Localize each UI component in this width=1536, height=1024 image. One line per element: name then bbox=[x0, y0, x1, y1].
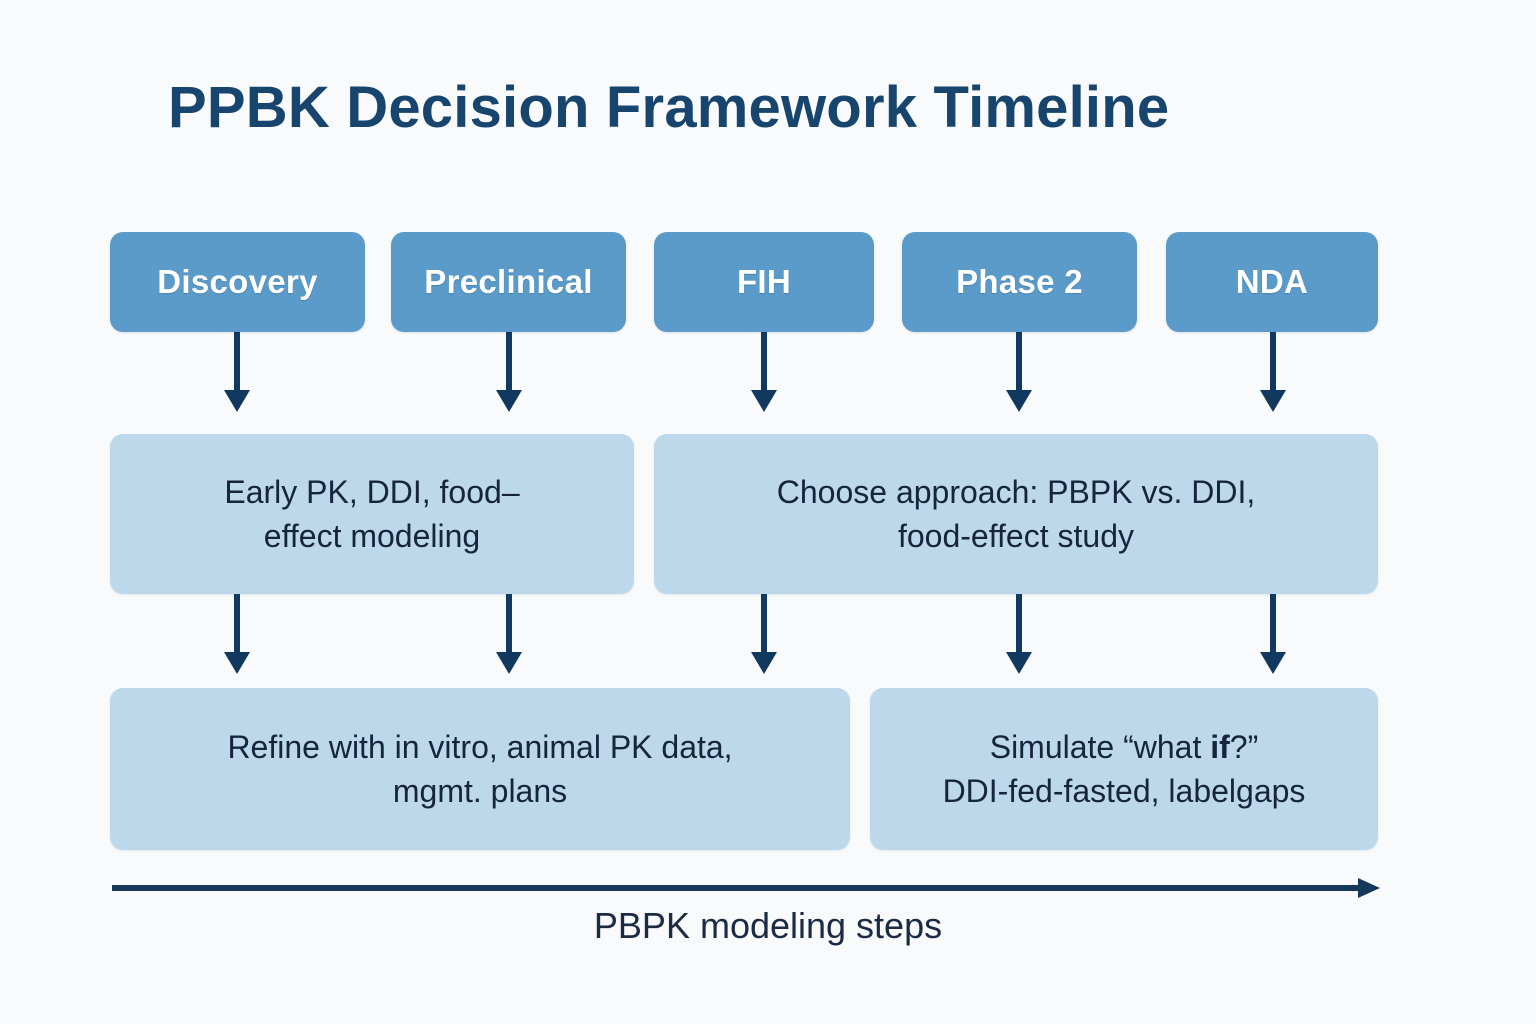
down-arrow-lower-5 bbox=[1260, 594, 1286, 674]
stage-label: Preclinical bbox=[424, 263, 593, 300]
arrow-shaft bbox=[506, 332, 512, 390]
content-text: Refine with in vitro, animal PK data, mg… bbox=[227, 728, 733, 809]
down-arrow-lower-2 bbox=[496, 594, 522, 674]
arrow-down-icon bbox=[1006, 390, 1032, 412]
arrow-down-icon bbox=[224, 390, 250, 412]
stage-box-preclinical[interactable]: Preclinical bbox=[391, 232, 626, 332]
down-arrow-lower-4 bbox=[1006, 594, 1032, 674]
stage-box-nda[interactable]: NDA bbox=[1166, 232, 1378, 332]
bottom-content-box-1[interactable]: Refine with in vitro, animal PK data, mg… bbox=[110, 688, 850, 850]
arrow-down-icon bbox=[751, 652, 777, 674]
arrow-shaft bbox=[234, 332, 240, 390]
page-title: PPBK Decision Framework Timeline bbox=[168, 75, 1170, 140]
down-arrow-upper-3 bbox=[751, 332, 777, 412]
axis-caption: PBPK modeling steps bbox=[593, 905, 943, 946]
arrow-down-icon bbox=[224, 652, 250, 674]
arrow-down-icon bbox=[496, 390, 522, 412]
down-arrow-lower-3 bbox=[751, 594, 777, 674]
middle-content-box-1[interactable]: Early PK, DDI, food– effect modeling bbox=[110, 434, 634, 594]
stage-label: Phase 2 bbox=[956, 263, 1083, 300]
content-text: Early PK, DDI, food– effect modeling bbox=[224, 473, 520, 554]
arrow-down-icon bbox=[1006, 652, 1032, 674]
arrow-down-icon bbox=[751, 390, 777, 412]
stage-label: FIH bbox=[736, 263, 792, 300]
axis-arrowhead-icon bbox=[1358, 878, 1380, 898]
stage-label: NDA bbox=[1235, 263, 1309, 300]
stage-box-fih[interactable]: FIH bbox=[654, 232, 874, 332]
down-arrow-upper-5 bbox=[1260, 332, 1286, 412]
stage-label: Discovery bbox=[157, 263, 318, 300]
arrow-shaft bbox=[506, 594, 512, 652]
arrow-down-icon bbox=[1260, 390, 1286, 412]
down-arrow-upper-2 bbox=[496, 332, 522, 412]
down-arrow-upper-4 bbox=[1006, 332, 1032, 412]
axis-line bbox=[112, 885, 1360, 891]
arrow-shaft bbox=[1016, 594, 1022, 652]
bottom-content-box-2[interactable]: Simulate “what if?” DDI-fed-fasted, labe… bbox=[870, 688, 1378, 850]
arrow-down-icon bbox=[1260, 652, 1286, 674]
arrow-shaft bbox=[761, 594, 767, 652]
arrow-down-icon bbox=[496, 652, 522, 674]
content-text: Simulate “what if?” DDI-fed-fasted, labe… bbox=[942, 728, 1306, 809]
arrow-shaft bbox=[1270, 332, 1276, 390]
arrow-shaft bbox=[761, 332, 767, 390]
emphasis-text: if bbox=[1210, 728, 1230, 765]
content-text: Choose approach: PBPK vs. DDI, food-effe… bbox=[776, 473, 1256, 554]
stage-box-discovery[interactable]: Discovery bbox=[110, 232, 365, 332]
down-arrow-upper-1 bbox=[224, 332, 250, 412]
stage-box-phase-2[interactable]: Phase 2 bbox=[902, 232, 1137, 332]
arrow-shaft bbox=[1016, 332, 1022, 390]
timeline-axis-arrow bbox=[112, 878, 1380, 900]
arrow-shaft bbox=[1270, 594, 1276, 652]
arrow-shaft bbox=[234, 594, 240, 652]
down-arrow-lower-1 bbox=[224, 594, 250, 674]
middle-content-box-2[interactable]: Choose approach: PBPK vs. DDI, food-effe… bbox=[654, 434, 1378, 594]
